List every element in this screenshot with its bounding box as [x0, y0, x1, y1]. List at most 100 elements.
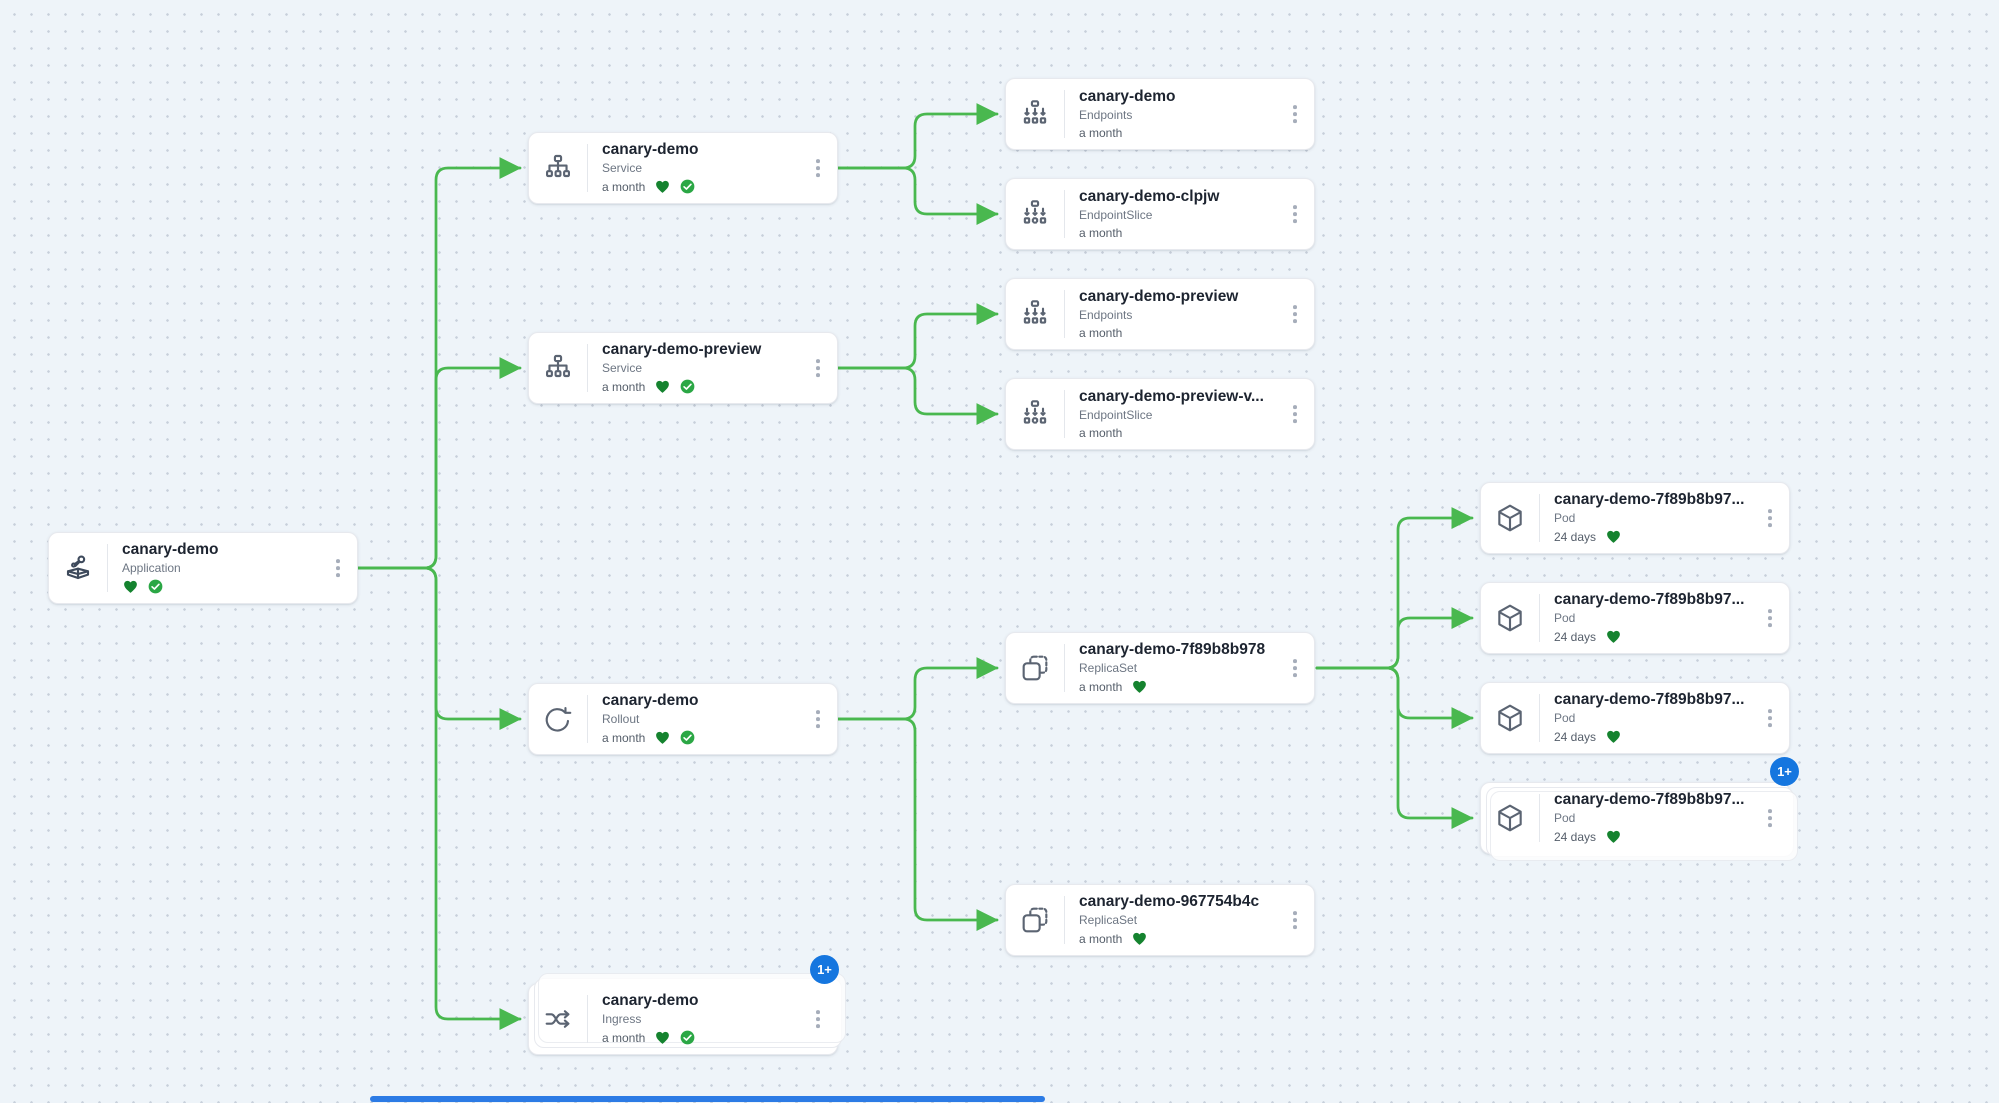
horizontal-scrollbar[interactable] [370, 1096, 1045, 1102]
node-service-canary-demo[interactable]: canary-demo Service a month [528, 132, 838, 204]
health-heart-icon [1607, 630, 1620, 643]
node-replicaset-7f89b8b978[interactable]: canary-demo-7f89b8b978 ReplicaSet a mont… [1005, 632, 1315, 704]
node-kind: Pod [1554, 711, 1576, 725]
node-kind: Ingress [602, 1012, 642, 1026]
node-endpoints-canary-demo[interactable]: canary-demo Endpoints a month [1005, 78, 1315, 150]
card-divider [1539, 494, 1540, 542]
sync-check-icon [680, 1030, 695, 1045]
kebab-menu[interactable] [812, 706, 824, 732]
card-divider [1064, 90, 1065, 138]
node-title: canary-demo [602, 692, 699, 709]
node-rollout[interactable]: canary-demo Rollout a month [528, 683, 838, 755]
kebab-menu[interactable] [812, 1006, 824, 1032]
health-heart-icon [656, 1031, 670, 1044]
node-title: canary-demo [602, 992, 699, 1009]
node-kind: EndpointSlice [1079, 207, 1153, 222]
node-age: 24 days [1554, 529, 1597, 544]
node-age: 24 days [1554, 829, 1597, 844]
node-service-canary-demo-preview[interactable]: canary-demo-preview Service a month [528, 332, 838, 404]
node-pod-1[interactable]: canary-demo-7f89b8b97... Pod 24 days [1480, 482, 1790, 554]
replicaset-icon [1006, 904, 1064, 936]
node-age: a month [1079, 125, 1123, 140]
node-kind: Pod [1554, 611, 1576, 625]
health-heart-icon [1133, 932, 1147, 945]
node-age: a month [602, 730, 646, 745]
ingress-icon [529, 1003, 587, 1035]
kebab-menu[interactable] [1764, 805, 1776, 831]
card-divider [1064, 190, 1065, 238]
rollout-icon [529, 703, 587, 735]
node-kind: EndpointSlice [1079, 407, 1153, 422]
health-heart-icon [656, 180, 670, 193]
kebab-menu[interactable] [1289, 101, 1301, 127]
node-ingress[interactable]: 1+ canary-demo Ingress a month [528, 955, 839, 1055]
application-icon [49, 552, 107, 584]
sync-check-icon [148, 579, 163, 594]
sync-check-icon [680, 730, 695, 745]
node-title: canary-demo-7f89b8b978 [1079, 641, 1266, 658]
pod-icon [1481, 602, 1539, 634]
hidden-count-badge[interactable]: 1+ [1770, 757, 1799, 786]
node-title: canary-demo-967754b4c [1079, 893, 1260, 910]
node-kind: Pod [1554, 811, 1576, 825]
service-icon [529, 352, 587, 384]
node-pod-3[interactable]: canary-demo-7f89b8b97... Pod 24 days [1480, 682, 1790, 754]
kebab-menu[interactable] [332, 555, 344, 581]
node-application[interactable]: canary-demo Application [48, 532, 358, 604]
node-kind: Pod [1554, 511, 1576, 525]
node-title: canary-demo [1079, 87, 1176, 105]
kebab-menu[interactable] [1289, 907, 1301, 933]
node-kind: ReplicaSet [1079, 913, 1138, 927]
node-title: canary-demo-7f89b8b97... [1554, 691, 1745, 708]
health-heart-icon [1607, 530, 1620, 543]
card-divider [1064, 390, 1065, 438]
node-age: a month [602, 179, 646, 194]
kebab-menu[interactable] [1764, 605, 1776, 631]
endpointslice-icon [1006, 398, 1064, 430]
node-kind: Endpoints [1079, 307, 1133, 322]
card-divider [587, 695, 588, 743]
card-divider [1539, 594, 1540, 642]
endpointslice-icon [1006, 198, 1064, 230]
node-age: a month [602, 379, 646, 394]
node-title: canary-demo [602, 141, 699, 158]
endpoints-icon [1006, 298, 1064, 330]
node-pod-2[interactable]: canary-demo-7f89b8b97... Pod 24 days [1480, 582, 1790, 654]
health-heart-icon [656, 731, 670, 744]
node-endpoints-canary-demo-preview[interactable]: canary-demo-preview Endpoints a month [1005, 278, 1315, 350]
node-age: a month [1079, 425, 1123, 440]
kebab-menu[interactable] [1289, 401, 1301, 427]
node-endpointslice-canary-demo-clpjw[interactable]: canary-demo-clpjw EndpointSlice a month [1005, 178, 1315, 250]
node-title: canary-demo-clpjw [1079, 187, 1220, 205]
kebab-menu[interactable] [1764, 505, 1776, 531]
hidden-count-badge[interactable]: 1+ [810, 955, 839, 984]
card-divider [1064, 896, 1065, 944]
node-endpointslice-canary-demo-preview[interactable]: canary-demo-preview-v... EndpointSlice a… [1005, 378, 1315, 450]
node-replicaset-967754b4c[interactable]: canary-demo-967754b4c ReplicaSet a month [1005, 884, 1315, 956]
node-kind: ReplicaSet [1079, 661, 1138, 675]
node-kind: Service [602, 361, 643, 375]
card-divider [1064, 290, 1065, 338]
node-age: 24 days [1554, 729, 1597, 744]
health-heart-icon [656, 380, 670, 393]
node-title: canary-demo-preview [602, 341, 762, 358]
card-divider [1064, 644, 1065, 692]
kebab-menu[interactable] [812, 355, 824, 381]
sync-check-icon [680, 179, 695, 194]
node-age: a month [1079, 325, 1123, 340]
kebab-menu[interactable] [1764, 705, 1776, 731]
kebab-menu[interactable] [1289, 301, 1301, 327]
node-title: canary-demo [122, 541, 219, 558]
kebab-menu[interactable] [1289, 655, 1301, 681]
sync-check-icon [680, 379, 695, 394]
endpoints-icon [1006, 98, 1064, 130]
card-divider [587, 344, 588, 392]
node-pod-4[interactable]: 1+ canary-demo-7f89b8b97... Pod 24 days [1480, 757, 1799, 854]
kebab-menu[interactable] [812, 155, 824, 181]
node-age: 24 days [1554, 629, 1597, 644]
node-kind: Rollout [602, 712, 640, 726]
node-title: canary-demo-preview [1079, 287, 1239, 305]
service-icon [529, 152, 587, 184]
kebab-menu[interactable] [1289, 201, 1301, 227]
